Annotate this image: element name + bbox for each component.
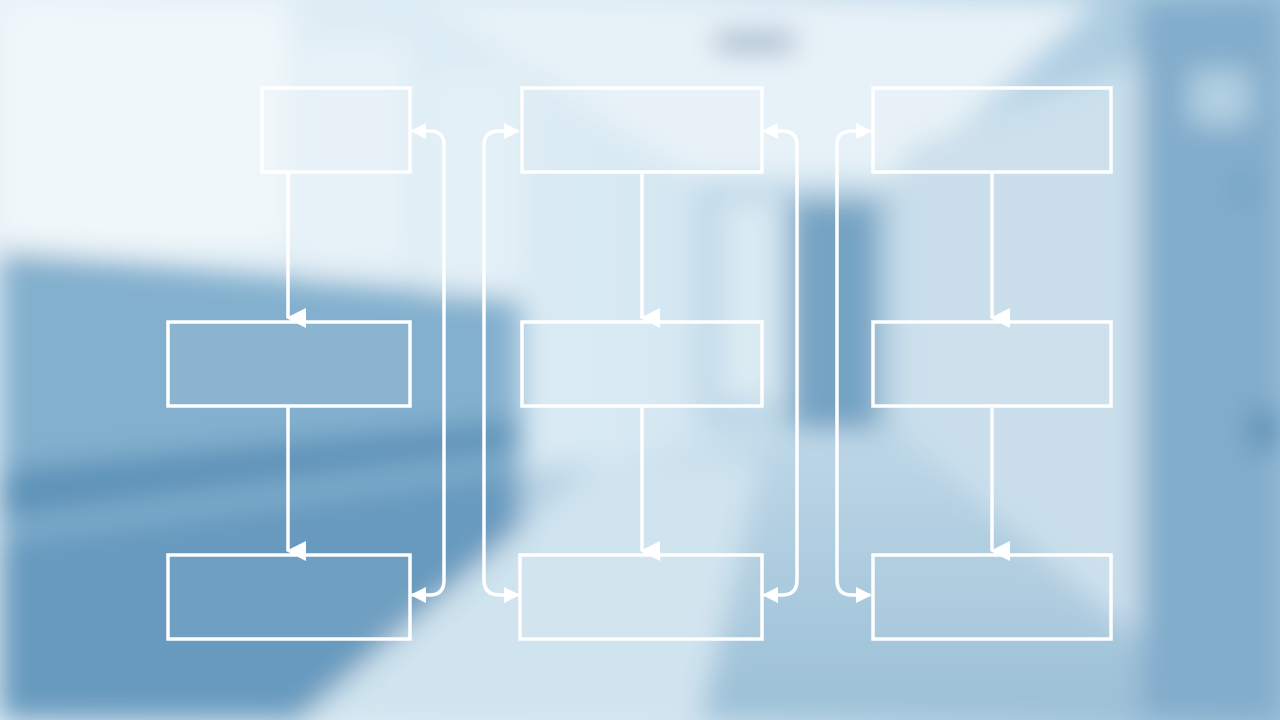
connector-center-in — [482, 123, 520, 597]
left-top-box — [260, 86, 412, 174]
right-top-box — [871, 86, 1113, 174]
center-middle-box — [520, 320, 764, 408]
connector-center-right-loop — [762, 123, 799, 597]
left-middle-box — [166, 320, 412, 408]
connector-left-loop — [410, 123, 446, 597]
right-bottom-box — [871, 553, 1113, 641]
center-top-box — [520, 86, 764, 174]
left-bottom-box — [166, 553, 412, 641]
right-middle-box — [871, 320, 1113, 408]
center-bottom-box — [518, 553, 764, 641]
connector-right-in — [835, 123, 872, 597]
